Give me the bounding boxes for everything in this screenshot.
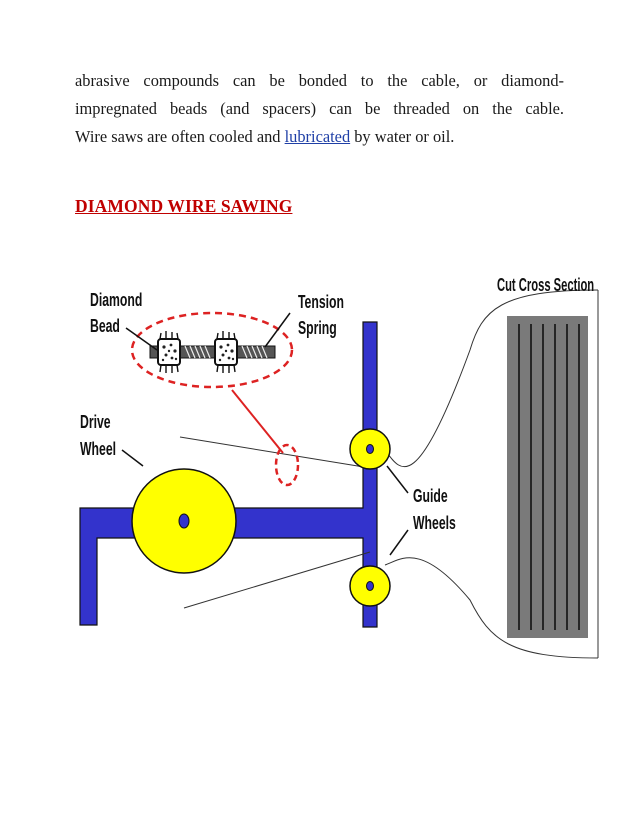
- section-heading: DIAMOND WIRE SAWING: [75, 196, 293, 216]
- label-bead: Bead: [90, 317, 120, 337]
- paragraph-line-3-text: Wire saws are often cooled and: [75, 127, 285, 146]
- drive-wheel: [131, 468, 237, 574]
- paragraph-line-1: abrasive compounds can be bonded to the …: [75, 71, 564, 90]
- label-wheel: Wheel: [80, 440, 116, 460]
- cut-cross-section-block: [507, 316, 588, 638]
- bead-highlight-ellipse: [130, 311, 294, 389]
- label-tension: Tension: [298, 293, 344, 313]
- lubricated-link[interactable]: lubricated: [284, 127, 351, 146]
- guide-wheel-bottom: [349, 565, 391, 607]
- diamond-bead-cable: [149, 331, 276, 373]
- label-drive: Drive: [80, 413, 111, 433]
- label-wheels: Wheels: [413, 514, 456, 534]
- paragraph-line-2: impregnated beads (and spacers) can be t…: [75, 99, 564, 118]
- label-cut-cross-section: Cut Cross Section: [497, 275, 594, 296]
- guide-wheel-top: [349, 428, 391, 470]
- paragraph-line-3: Wire saws are often cooled and lubricate…: [75, 123, 564, 151]
- leader-lines: [121, 312, 409, 556]
- machine-frame: [79, 321, 378, 628]
- wire-cable: [179, 289, 599, 659]
- highlight-connector: [231, 389, 284, 454]
- wire-detail-marker: [274, 443, 300, 487]
- label-diamond: Diamond: [90, 291, 142, 311]
- label-guide: Guide: [413, 487, 448, 507]
- label-spring: Spring: [298, 319, 337, 339]
- body-paragraph: abrasive compounds can be bonded to the …: [75, 67, 564, 151]
- paragraph-line-3-tail: by water or oil.: [350, 127, 455, 146]
